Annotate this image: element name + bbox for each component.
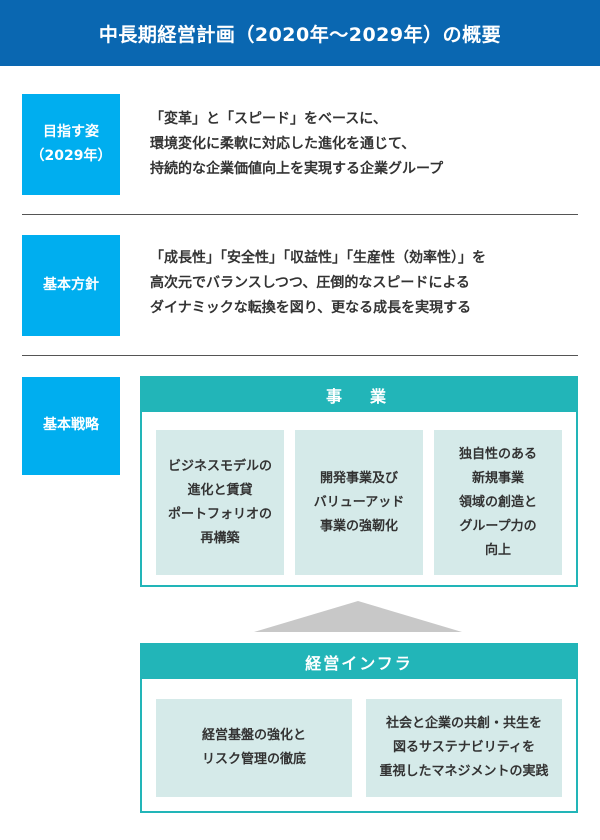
card-line: ポートフォリオの [167, 506, 272, 522]
policy-label: 基本方針 [22, 235, 120, 336]
divider [22, 355, 578, 356]
infra-card-risk: 経営基盤の強化と リスク管理の徹底 [156, 699, 352, 797]
card-line: 開発事業及び [319, 470, 398, 486]
policy-text-line-3: ダイナミックな転換を図り、更なる成長を実現する [150, 300, 472, 316]
business-panel-title: 事 業 [142, 378, 576, 412]
vision-text-line-3: 持続的な企業価値向上を実現する企業グループ [150, 161, 444, 177]
card-line: バリューアッド [313, 494, 405, 510]
strategy-label: 基本戦略 [22, 377, 120, 475]
infra-panel: 経営インフラ 経営基盤の強化と リスク管理の徹底 社会と企業の共創・共生を 図る… [140, 643, 578, 813]
vision-text-line-1: 「変革」と「スピード」をベースに、 [150, 111, 387, 127]
card-line: 独自性のある [458, 446, 537, 462]
strategy-label-text: 基本戦略 [43, 417, 99, 434]
card-line: ビジネスモデルの [167, 458, 272, 474]
card-line: 重視したマネジメントの実践 [379, 764, 549, 779]
vision-label-line-1: 目指す姿 [43, 124, 99, 141]
card-line: 新規事業 [471, 470, 524, 486]
policy-text-line-2: 高次元でバランスしつつ、圧倒的なスピードによる [150, 275, 470, 291]
infra-panel-title: 経営インフラ [142, 645, 576, 679]
vision-label-line-2: （2029年） [30, 147, 112, 164]
business-card-portfolio: ビジネスモデルの 進化と賃貸 ポートフォリオの 再構築 [156, 430, 284, 575]
policy-text: 「成長性」「安全性」「収益性」「生産性（効率性）」を 高次元でバランスしつつ、圧… [150, 246, 590, 321]
divider [22, 214, 578, 215]
business-card-development: 開発事業及び バリューアッド 事業の強靭化 [295, 430, 423, 575]
card-line: 進化と賃貸 [187, 482, 253, 498]
card-line: 領域の創造と [458, 494, 537, 510]
vision-label: 目指す姿 （2029年） [22, 94, 120, 195]
page-title-text: 中長期経営計画（2020年〜2029年）の概要 [98, 23, 502, 46]
policy-label-text: 基本方針 [43, 276, 99, 293]
card-line: リスク管理の徹底 [201, 752, 306, 767]
policy-text-line-1: 「成長性」「安全性」「収益性」「生産性（効率性）」を [150, 250, 486, 266]
card-line: グループ力の [459, 518, 537, 534]
page-title: 中長期経営計画（2020年〜2029年）の概要 [0, 0, 600, 66]
card-line: 経営基盤の強化と [201, 728, 306, 743]
card-line: 向上 [484, 542, 511, 558]
vision-text: 「変革」と「スピード」をベースに、 環境変化に柔軟に対応した進化を通じて、 持続… [150, 107, 590, 182]
infra-card-sustainability: 社会と企業の共創・共生を 図るサステナビリティを 重視したマネジメントの実践 [366, 699, 562, 797]
business-panel: 事 業 ビジネスモデルの 進化と賃貸 ポートフォリオの 再構築 開発事業及び バ… [140, 376, 578, 587]
business-card-new-domain: 独自性のある 新規事業 領域の創造と グループ力の 向上 [434, 430, 562, 575]
card-line: 事業の強靭化 [319, 518, 398, 534]
card-line: 社会と企業の共創・共生を [385, 716, 542, 731]
card-line: 再構築 [200, 530, 240, 546]
vision-text-line-2: 環境変化に柔軟に対応した進化を通じて、 [150, 136, 416, 152]
card-line: 図るサステナビリティを [393, 740, 535, 755]
